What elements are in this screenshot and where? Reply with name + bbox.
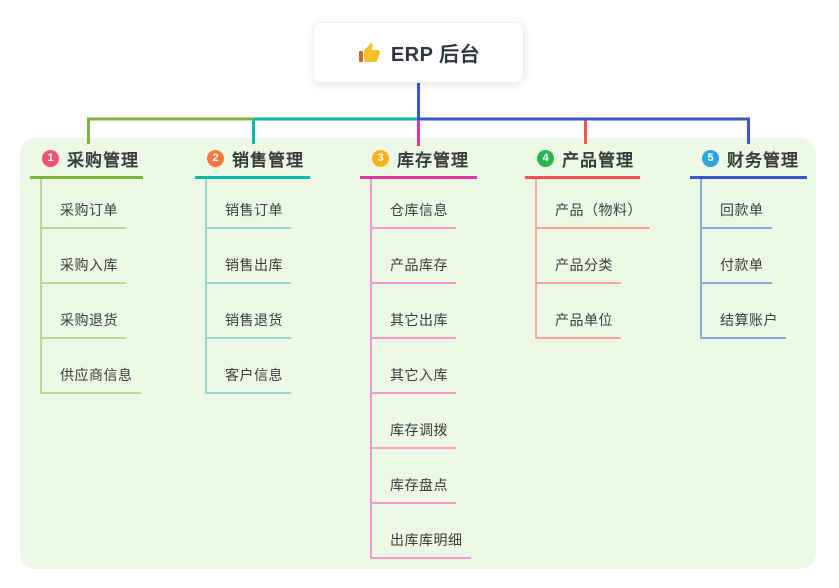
branch-children: 采购订单采购入库采购退货供应商信息	[40, 179, 143, 394]
child-node-label: 回款单	[720, 202, 764, 218]
child-node-label: 仓库信息	[390, 202, 448, 218]
branch-node-4[interactable]: 4 产品管理	[525, 146, 640, 179]
child-node-label: 供应商信息	[60, 367, 133, 383]
child-node-label: 采购订单	[60, 202, 118, 218]
child-node-label: 产品（物料）	[555, 202, 642, 218]
child-node[interactable]: 库存调拨	[372, 394, 456, 449]
child-node-label: 产品单位	[555, 312, 613, 328]
root-node-label: ERP 后台	[390, 44, 481, 66]
child-node-label: 销售出库	[225, 257, 283, 273]
branch-label: 产品管理	[562, 150, 634, 170]
branch-node-1[interactable]: 1 采购管理	[30, 146, 143, 179]
child-node[interactable]: 出库库明细	[372, 504, 471, 559]
child-node[interactable]: 其它入库	[372, 339, 456, 394]
branch-2: 2 销售管理销售订单销售出库销售退货客户信息	[195, 146, 310, 394]
child-node[interactable]: 仓库信息	[372, 179, 456, 229]
child-node-label: 出库库明细	[390, 532, 463, 548]
branch-5: 5 财务管理回款单付款单结算账户	[690, 146, 807, 339]
branch-number-badge: 4	[537, 149, 554, 167]
child-node[interactable]: 库存盘点	[372, 449, 456, 504]
child-node-label: 客户信息	[225, 367, 283, 383]
child-node[interactable]: 采购退货	[42, 284, 126, 339]
child-node[interactable]: 付款单	[702, 229, 772, 284]
child-node-label: 库存调拨	[390, 422, 448, 438]
branch-label: 库存管理	[397, 150, 469, 170]
child-node[interactable]: 供应商信息	[42, 339, 141, 394]
child-node[interactable]: 其它出库	[372, 284, 456, 339]
branch-children: 销售订单销售出库销售退货客户信息	[205, 179, 310, 394]
child-node-label: 销售订单	[225, 202, 283, 218]
branch-4: 4 产品管理产品（物料） 产品分类产品单位	[525, 146, 650, 339]
child-node-label: 产品库存	[390, 257, 448, 273]
child-node[interactable]: 销售订单	[207, 179, 291, 229]
child-node-label: 产品分类	[555, 257, 613, 273]
branch-children: 产品（物料） 产品分类产品单位	[535, 179, 650, 339]
child-node[interactable]: 采购入库	[42, 229, 126, 284]
child-node[interactable]: 回款单	[702, 179, 772, 229]
child-node-label: 结算账户	[720, 312, 778, 328]
branch-children: 回款单付款单结算账户	[700, 179, 807, 339]
branch-children: 仓库信息产品库存其它出库其它入库库存调拨库存盘点出库库明细	[370, 179, 477, 559]
child-node-label: 其它出库	[390, 312, 448, 328]
child-node[interactable]: 销售退货	[207, 284, 291, 339]
child-node[interactable]: 产品库存	[372, 229, 456, 284]
branch-1: 1 采购管理采购订单采购入库采购退货供应商信息	[30, 146, 143, 394]
child-node[interactable]: 销售出库	[207, 229, 291, 284]
branch-3: 3 库存管理仓库信息产品库存其它出库其它入库库存调拨库存盘点出库库明细	[360, 146, 477, 559]
child-node[interactable]: 产品单位	[537, 284, 621, 339]
child-node[interactable]: 结算账户	[702, 284, 786, 339]
mindmap-panel	[20, 138, 816, 569]
child-node-label: 其它入库	[390, 367, 448, 383]
branch-label: 财务管理	[727, 150, 799, 170]
root-node-erp[interactable]: ERP 后台	[313, 22, 524, 83]
child-node-label: 库存盘点	[390, 477, 448, 493]
branch-node-3[interactable]: 3 库存管理	[360, 146, 477, 179]
child-node[interactable]: 采购订单	[42, 179, 126, 229]
branch-number-badge: 5	[702, 149, 719, 167]
child-node[interactable]: 产品分类	[537, 229, 621, 284]
child-node-label: 采购退货	[60, 312, 118, 328]
branch-number-badge: 3	[372, 149, 389, 167]
branch-label: 销售管理	[232, 150, 304, 170]
thumbs-up-icon	[357, 41, 381, 65]
branch-node-2[interactable]: 2 销售管理	[195, 146, 310, 179]
child-node[interactable]: 客户信息	[207, 339, 291, 394]
branch-number-badge: 2	[207, 149, 224, 167]
branch-node-5[interactable]: 5 财务管理	[690, 146, 807, 179]
child-node[interactable]: 产品（物料）	[537, 179, 650, 229]
branch-label: 采购管理	[67, 150, 139, 170]
child-node-label: 采购入库	[60, 257, 118, 273]
child-node-label: 付款单	[720, 257, 764, 273]
branch-number-badge: 1	[42, 149, 59, 167]
child-node-label: 销售退货	[225, 312, 283, 328]
